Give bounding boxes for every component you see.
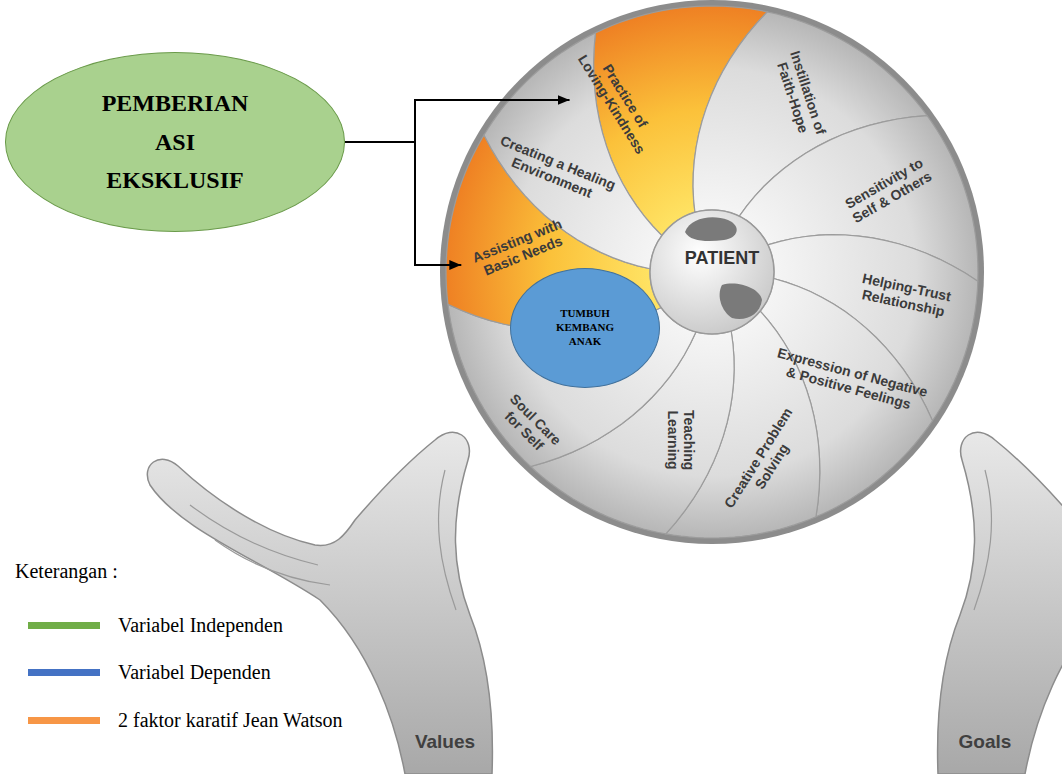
thumb-line — [439, 470, 456, 610]
node-text: Creative Problem Solving — [718, 400, 812, 524]
arrow-connector — [345, 100, 570, 142]
hand-label: Goals — [959, 731, 1012, 753]
thumb-line — [974, 470, 991, 610]
legend-heading: Keterangan : — [15, 560, 118, 583]
finger-line — [215, 540, 330, 585]
node-text: PEMBERIAN ASI EKSKLUSIF — [88, 84, 263, 199]
node-text: Teaching Learning — [664, 405, 696, 476]
caring-factor-slice: Soul Care for Self — [489, 384, 571, 466]
legend-swatch — [28, 717, 100, 724]
globe-sphere — [650, 210, 774, 334]
node-text: Sensitivity to Self & Others — [834, 150, 942, 231]
node-text: Soul Care for Self — [492, 387, 569, 464]
caring-factor-slice: Creative Problem Solving — [715, 397, 815, 526]
wheel-rim — [440, 0, 984, 544]
globe-land — [685, 217, 737, 241]
legend-text: 2 faktor karatif Jean Watson — [118, 709, 343, 732]
hand-label: Values — [415, 731, 475, 753]
globe-label: PATIENT — [685, 248, 759, 269]
node-text: TUMBUH KEMBANG ANAK — [545, 307, 625, 348]
node-text: Helping-Trust Relationship — [850, 268, 960, 322]
arrow-connector — [345, 142, 461, 265]
globe — [650, 210, 774, 334]
node-text: Creating a Healing Environment — [486, 130, 624, 211]
caring-factor-slice: Sensitivity to Self & Others — [831, 147, 944, 233]
hand-shape — [938, 432, 1062, 774]
caring-factor-slice: Instillation of Faith-Hope — [765, 35, 835, 156]
legend-swatch — [28, 669, 100, 676]
globe-land — [720, 283, 762, 319]
caring-wheel — [446, 6, 978, 538]
node-text: Instillation of Faith-Hope — [768, 37, 833, 153]
legend-row: Variabel Independen — [28, 612, 283, 638]
dependent-circle: TUMBUH KEMBANG ANAK — [510, 268, 660, 388]
caring-factor-slice: Helping-Trust Relationship — [847, 266, 962, 324]
legend-row: 2 faktor karatif Jean Watson — [28, 707, 343, 733]
legend-swatch — [28, 622, 100, 629]
legend-row: Variabel Dependen — [28, 659, 271, 685]
right-hand — [938, 432, 1062, 774]
node-text: Practice of Loving-Kindness — [572, 40, 663, 160]
caring-factor-slice: Creating a Healing Environment — [483, 127, 626, 213]
legend-text: Variabel Dependen — [118, 661, 271, 684]
legend-text: Variabel Independen — [118, 614, 283, 637]
caring-factor-slice: Teaching Learning — [662, 403, 698, 478]
caring-factor-slice: Practice of Loving-Kindness — [570, 38, 667, 163]
finger-line — [190, 505, 318, 565]
independent-ellipse: PEMBERIAN ASI EKSKLUSIF — [5, 52, 345, 232]
